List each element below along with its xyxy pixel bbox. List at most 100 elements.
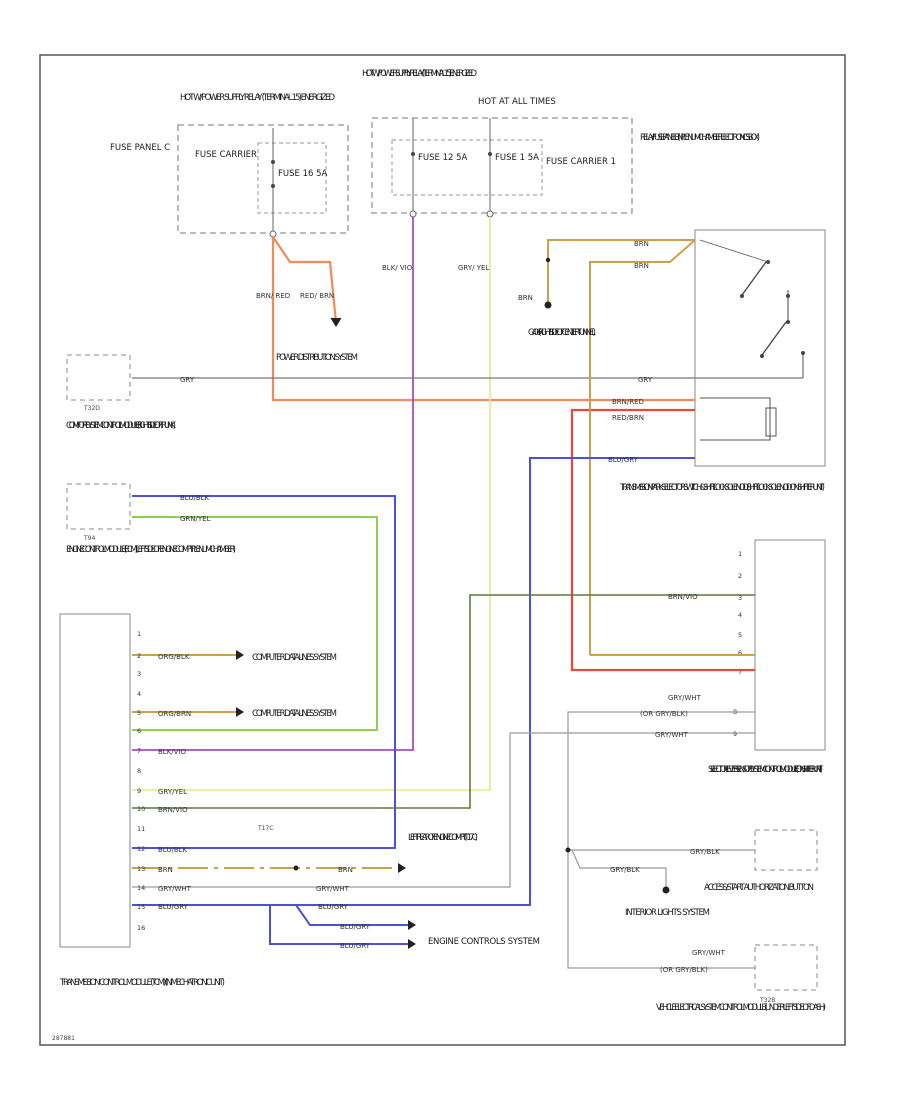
selector-lever-box [754, 539, 826, 751]
svg-text:1: 1 [738, 550, 742, 558]
wire-red-brn-right [570, 408, 755, 672]
label-fuse-carrier-1: FUSE CARRIER 1 [546, 157, 616, 167]
arrow-engine-1 [408, 920, 416, 930]
solenoid-lead [700, 397, 771, 441]
wire-label-gry-wht: GRY/WHT [158, 885, 192, 893]
fuse-1-node [488, 152, 492, 156]
wire-interior-lights [571, 849, 667, 888]
svg-text:9: 9 [733, 730, 737, 738]
wire-label-gry-blk-lights: GRY/BLK [610, 866, 640, 874]
label-comfort-module: COMFORT SYSTEM CONTROL MODULE (RIGHT SID… [66, 421, 176, 431]
svg-text:11: 11 [137, 825, 145, 833]
svg-text:10: 10 [137, 805, 145, 813]
comfort-module-box [66, 354, 131, 401]
wire-label-brn-red: BRN/ RED [256, 292, 290, 300]
ecm-box [66, 483, 131, 530]
label-hot-all-times: HOT AT ALL TIMES [478, 97, 556, 107]
label-t32b: T32B [759, 997, 775, 1004]
wire-gry-wht [132, 732, 755, 888]
label-access-start: ACCESS/START AUTHORIZATION BUTTON [704, 883, 814, 893]
svg-text:7: 7 [137, 747, 141, 755]
selector-pins: 12 34 56 78 9 [733, 550, 742, 738]
wire-label-blu-gry-mid: BLU/GRY [318, 903, 349, 911]
wire-label-gry-left: GRY [180, 376, 195, 384]
wire-label-blu-gry-engine-2: BLU/GRY [340, 942, 371, 950]
label-left-rear-engine: LEFT REAR OF ENGINE COMPT (T17C) [408, 833, 478, 843]
svg-text:4: 4 [137, 690, 141, 698]
svg-text:2: 2 [137, 652, 141, 660]
labels-group: HOT W/ POWER SUPPLY RELAY (TERMINAL 15) … [52, 69, 826, 1042]
label-selector-lever: SELECTOR LEVER SENSOR SYSTEM CONTROL MOD… [708, 765, 824, 775]
label-footer-code: 287881 [52, 1035, 75, 1042]
wire-label-gry-wht-top: GRY/WHT [668, 694, 702, 702]
svg-text:16: 16 [137, 924, 145, 932]
wire-label-brn-upper: BRN [634, 240, 649, 248]
wire-label-blu-blk-left: BLU/BLK [158, 846, 188, 854]
svg-text:4: 4 [738, 611, 742, 619]
svg-text:7: 7 [738, 668, 742, 676]
solenoid-coil [765, 407, 777, 437]
wire-label-org-blk: ORG/BLK [158, 653, 190, 661]
wire-label-blu-gry-right: BLU/GRY [608, 456, 639, 464]
fuse-16-node-mid [271, 184, 275, 188]
label-computer-data-1: COMPUTER DATA LINES SYSTEM [252, 653, 337, 663]
svg-text:8: 8 [137, 767, 141, 775]
wire-label-blu-gry-engine-1: BLU/GRY [340, 923, 371, 931]
label-t94: T94 [83, 535, 95, 542]
label-vehicle-electrical: VEHICLE ELECTRICAL SYSTEM CONTROL MODULE… [656, 1003, 826, 1013]
wire-label-blu-gry-left: BLU/GRY [158, 903, 189, 911]
diagram-frame [39, 54, 846, 1046]
label-ground-g406: G406 (RIGHT SIDE OF CENTER TUNNEL) [528, 328, 596, 338]
relay-fuse-panel-box [371, 117, 633, 214]
wire-label-red-brn: RED/ BRN [300, 292, 334, 300]
switch-node [786, 294, 790, 298]
access-start-box [754, 829, 818, 871]
wire-label-gry-wht-right: GRY/WHT [655, 731, 689, 739]
wire-blu-gry [132, 457, 695, 906]
switch-feed [699, 239, 769, 263]
svg-text:15: 15 [137, 903, 145, 911]
wire-label-gry-yel-left: GRY/YEL [158, 788, 187, 796]
label-engine-controls: ENGINE CONTROLS SYSTEM [428, 937, 540, 947]
wire-blu-blk [132, 495, 396, 849]
label-computer-data-2: COMPUTER DATA LINES SYSTEM [252, 709, 337, 719]
wire-label-blk-vio: BLK/ VIO [382, 264, 413, 272]
svg-text:1: 1 [137, 630, 141, 638]
wire-label-or-gry-blk: (OR GRY/BLK) [640, 710, 688, 718]
fuse-12-terminal [409, 210, 417, 218]
wire-label-gry-yel: GRY/ YEL [458, 264, 489, 272]
wire-blk-vio [132, 217, 414, 751]
wire-label-brn-engine-2: BRN [338, 866, 353, 874]
switch-pivot-2 [760, 354, 764, 358]
fuse-1-terminal [486, 210, 494, 218]
label-t17c: T17C [257, 825, 274, 832]
wire-label-gry-blk-access: GRY/BLK [690, 848, 720, 856]
wire-brn-upper [547, 239, 695, 305]
wire-gry-yel [132, 217, 491, 791]
wire-blu-gry-engine-1 [132, 904, 408, 945]
label-ecm: ENGINE CONTROL MODULE (ECM) (LEFT SIDE O… [66, 545, 236, 555]
splice-brn-engine [293, 865, 299, 871]
wire-label-brn-red-right: BRN/RED [612, 398, 644, 406]
label-interior-lights: INTERIOR LIGHTS SYSTEM [625, 908, 710, 918]
wire-label-brn-vio-right: BRN/VIO [668, 593, 698, 601]
fuse-16-box [257, 142, 327, 214]
wire-label-gry-wht-vems: GRY/WHT [692, 949, 726, 957]
svg-text:13: 13 [137, 865, 145, 873]
power-dist-arrow [330, 317, 342, 327]
wire-gry-blk [567, 711, 755, 969]
svg-text:3: 3 [137, 670, 141, 678]
label-hot-power-right: HOT W/ POWER SUPPLY RELAY (TERMINAL 15) … [362, 69, 477, 79]
svg-text:14: 14 [137, 884, 145, 892]
splice-gry-blk [565, 847, 571, 853]
fuse-panel-c-box [177, 124, 349, 234]
svg-text:2: 2 [738, 572, 742, 580]
svg-text:6: 6 [738, 649, 742, 657]
label-fuse-carrier: FUSE CARRIER [195, 150, 257, 160]
label-fuse-12: FUSE 12 5A [418, 153, 468, 163]
vehicle-electrical-box [754, 944, 818, 991]
fuse-16-node-top [271, 160, 275, 164]
wire-label-grn-yel: GRN/YEL [180, 515, 211, 523]
label-fuse-16: FUSE 16 5A [278, 169, 328, 179]
wire-brn-vio [132, 594, 755, 809]
